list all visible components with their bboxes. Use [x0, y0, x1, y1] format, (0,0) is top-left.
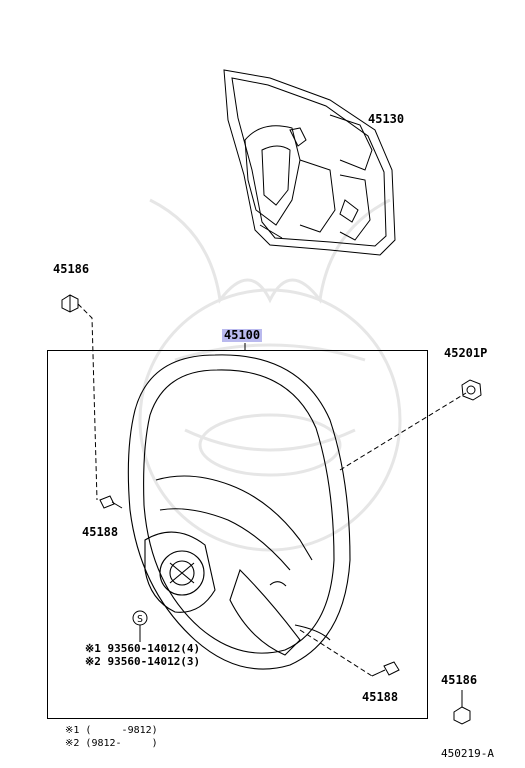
bolt-45186-right-drawing — [453, 690, 471, 725]
nut-45201p-drawing — [461, 379, 482, 401]
footnote-1: ※1 ( -9812) — [65, 725, 158, 736]
part-label-45130[interactable]: 45130 — [368, 112, 405, 126]
leader-45201p — [339, 392, 467, 471]
figure-id: 450219-A — [441, 747, 494, 760]
footnote-2: ※2 (9812- ) — [65, 738, 158, 749]
part-label-45188-right[interactable]: 45188 — [362, 690, 399, 704]
steering-wheel-drawing — [127, 354, 351, 670]
airbag-assembly-drawing — [223, 69, 396, 256]
svg-text:S: S — [137, 614, 143, 625]
screw-symbol-drawing: S — [132, 610, 148, 642]
assembly-frame — [47, 350, 428, 719]
bolt-45188-right-drawing — [371, 661, 400, 677]
part-label-45201p[interactable]: 45201P — [444, 346, 488, 360]
watermark-logo — [138, 198, 402, 552]
part-label-sub1[interactable]: ※1 93560-14012(4) — [85, 642, 201, 655]
part-label-45186-top[interactable]: 45186 — [53, 262, 90, 276]
leader-45186-top — [77, 303, 98, 501]
part-label-45186-right[interactable]: 45186 — [441, 673, 478, 687]
part-label-45188-left[interactable]: 45188 — [82, 525, 119, 539]
bolt-45186-top-drawing — [61, 294, 79, 313]
part-label-45100[interactable]: 45100 — [222, 328, 263, 342]
bolt-45188-left-drawing — [99, 495, 123, 509]
part-label-sub2[interactable]: ※2 93560-14012(3) — [85, 655, 201, 668]
leader-45188-right — [299, 629, 373, 677]
